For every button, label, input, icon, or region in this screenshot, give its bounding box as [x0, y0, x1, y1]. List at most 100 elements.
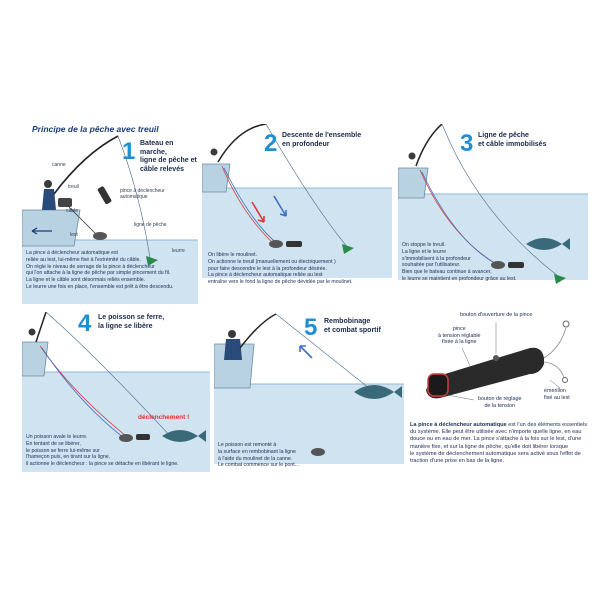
step-3-title-line: et câble immobilisés [478, 140, 547, 148]
caption-line: entraîne vers le fond la ligne de pêche … [208, 279, 353, 286]
caption-line: La pince à déclencheur automatique est [26, 250, 118, 256]
pointer-swivel [549, 379, 561, 389]
water [202, 188, 392, 278]
step-3-number: 3 [460, 130, 474, 157]
caption-line: Le poisson est remonté à [218, 442, 277, 448]
caption-line: l'hameçon puis, en tirant sur la ligne, [26, 454, 111, 461]
step-4-number: 4 [78, 310, 92, 337]
step-5-panel: 5 Rembobinage et combat sportif Le poiss… [214, 312, 404, 488]
caption-line: La pince à déclencheur automatique relié… [208, 272, 323, 279]
water [22, 372, 210, 472]
fishing-line [441, 124, 559, 277]
description-line: douce ou en eau de mer. La pince s'attac… [410, 436, 582, 443]
step-5-title-line: et combat sportif [324, 326, 381, 334]
label-ligne: ligne de pêche [134, 222, 167, 228]
fisherman-head [210, 148, 218, 156]
water [22, 240, 198, 304]
cable [67, 205, 97, 235]
caption-line: En tentant de se libérer, [26, 440, 81, 447]
pointer-tension [441, 393, 475, 401]
label-tension-line: de la tension [484, 402, 516, 409]
fisherman-head [44, 180, 52, 188]
boat-hull [202, 163, 231, 193]
fishing-line [275, 313, 375, 393]
caption-line: On règle le niveau de serrage de la pinc… [26, 263, 155, 270]
weight-icon [93, 232, 107, 240]
fish-icon [162, 430, 206, 442]
step-3-panel: 3 Ligne de pêche et câble immobilisés On… [398, 124, 588, 304]
rod [217, 124, 267, 163]
caption-line: La ligne et le câble sont désormais reli… [26, 277, 146, 284]
swivel-wire [543, 327, 567, 359]
swivel-icon [562, 320, 570, 328]
caption-line: qui l'on attache à la ligne de pêche par… [26, 270, 171, 277]
label-canne: canne [52, 162, 66, 168]
device-illustration [426, 320, 570, 401]
label-clamp-line: pince [452, 326, 466, 332]
caption-line: On actionne le treuil (manuellement ou é… [208, 258, 336, 265]
step-1-caption: La pince à déclencheur automatique est r… [26, 250, 198, 291]
label-clamp: pince à tension réglable fixée à la lign… [438, 326, 481, 346]
trigger-button-icon [493, 355, 499, 361]
fish-icon [526, 238, 570, 250]
fish-icon [354, 385, 402, 399]
step-2-title: Descente de l'ensemble en profondeur [282, 132, 382, 149]
step-5-title-line: Rembobinage [324, 318, 371, 325]
tension-knob [427, 373, 449, 397]
rod [35, 312, 47, 343]
fisherman-body [42, 189, 56, 210]
label-swivel-line: fixé au lest [544, 394, 570, 401]
label-swivel-line: émerillon [544, 388, 566, 394]
step-5-scene [214, 313, 404, 464]
caption-line: souhaitée par l'utilisateur. [402, 262, 461, 269]
step-3-title-line: Ligne de pêche [478, 132, 529, 139]
direction-arrow [31, 227, 52, 235]
clip-device [508, 262, 524, 268]
weight-icon [491, 261, 505, 269]
step-5-number: 5 [304, 314, 318, 341]
fishing-line [45, 312, 173, 439]
step-1-title-line: Bateau en marche, [140, 140, 174, 156]
label-tension-line: bouton de réglage [478, 396, 522, 402]
step-1-panel: 1 Bateau en marche, ligne de pêche et câ… [22, 134, 198, 304]
label-treuil: treuil [68, 184, 79, 190]
cable [223, 167, 279, 245]
clip-device [97, 186, 112, 205]
step-3-caption: On stoppe le treuil. La ligne et le leur… [402, 242, 582, 283]
description-line: traction d'une prise en bas de la ligne. [410, 458, 505, 465]
clip-device [136, 434, 150, 440]
step-5-caption: Le poisson est remonté à la surface en r… [218, 442, 318, 469]
cable [421, 171, 497, 265]
label-trigger-button: bouton d'ouverture de la pince [460, 312, 533, 318]
label-leurre: leurre [172, 248, 185, 254]
lure-icon [554, 274, 566, 284]
caption-line: reliée au lest, lui-même fixé à l'extrém… [26, 256, 141, 263]
rod [53, 135, 119, 195]
description-line: manière fixe, et sur la ligne de pêche, … [410, 443, 569, 450]
step-2-scene [202, 124, 392, 278]
lure-icon [342, 244, 354, 254]
step-1-title: Bateau en marche, ligne de pêche et câbl… [140, 140, 200, 174]
boat-hull [398, 167, 429, 199]
step-4-caption: Un poisson avale le leurre. En tentant d… [26, 434, 210, 468]
weight-icon [269, 240, 283, 248]
fisherman-head [228, 330, 236, 338]
weight-icon [119, 434, 133, 442]
label-pince: pince à déclencheur automatique [120, 188, 165, 200]
description-bold: La pince à déclencheur automatique [410, 422, 507, 428]
winch-icon [58, 198, 72, 207]
step-1-title-line: ligne de pêche et [140, 157, 197, 164]
description-line: du système. Elle peut être utilisée avec… [410, 429, 582, 436]
step-4-scene [22, 312, 210, 472]
clip-device [286, 241, 302, 247]
page-title: Principe de la pêche avec treuil [32, 124, 159, 134]
reel-arrow [299, 345, 313, 359]
descent-arrow-red [251, 201, 265, 223]
trigger-alert: déclenchement ! [138, 414, 190, 421]
step-4-title-line: la ligne se libère [98, 322, 153, 330]
label-swivel: émerillon fixé au lest [544, 388, 570, 401]
fisherman-head [28, 328, 36, 336]
description-line: est l'un des éléments essentiels [506, 422, 588, 428]
boat-hull [22, 209, 81, 247]
step-1-title-line: câble relevés [140, 165, 184, 173]
